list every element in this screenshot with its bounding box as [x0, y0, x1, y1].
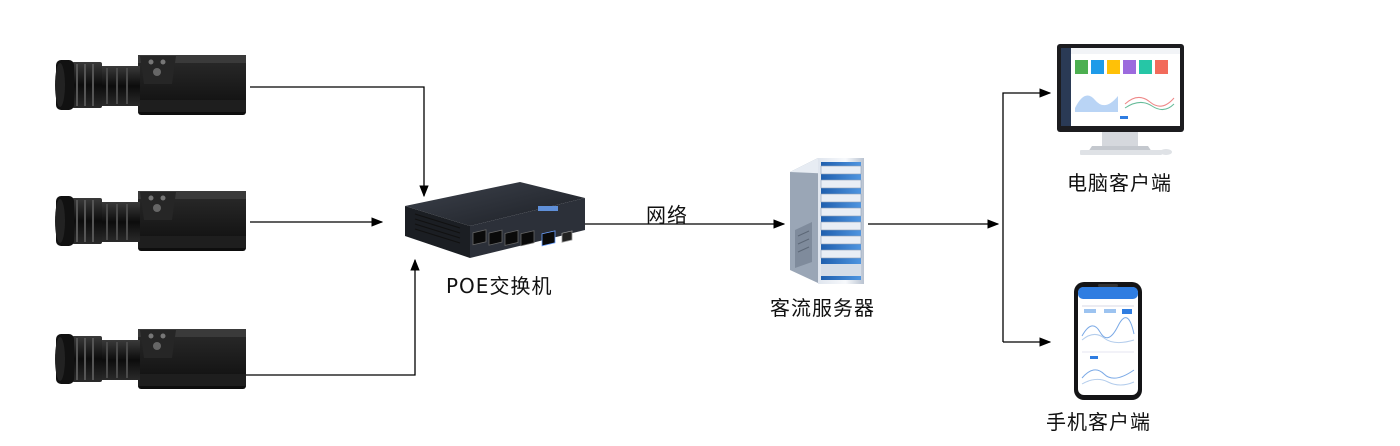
camera-2 — [55, 191, 246, 251]
pc-client — [1057, 44, 1184, 155]
camera-icon — [55, 191, 246, 251]
camera-3 — [55, 329, 246, 389]
server-label: 客流服务器 — [770, 296, 875, 320]
pc-client-label: 电脑客户端 — [1067, 171, 1172, 195]
poe-switch — [405, 182, 585, 258]
server-icon — [790, 158, 864, 284]
camera-icon — [55, 55, 246, 115]
edge-camera-1-to-switch — [250, 86, 429, 198]
mobile-client-label: 手机客户端 — [1046, 410, 1151, 434]
monitor-icon — [1057, 44, 1184, 155]
edge-branch-to-pc — [1002, 88, 1052, 342]
poe-switch-icon — [405, 182, 585, 258]
edge-camera-3-to-switch — [245, 258, 420, 376]
server — [790, 158, 864, 284]
switch-label: POE交换机 — [446, 274, 553, 298]
network-edge-label: 网络 — [646, 203, 688, 227]
camera-icon — [55, 329, 246, 389]
mobile-client — [1074, 282, 1142, 400]
connections — [245, 86, 1052, 376]
camera-1 — [55, 55, 246, 115]
smartphone-icon — [1074, 282, 1142, 400]
